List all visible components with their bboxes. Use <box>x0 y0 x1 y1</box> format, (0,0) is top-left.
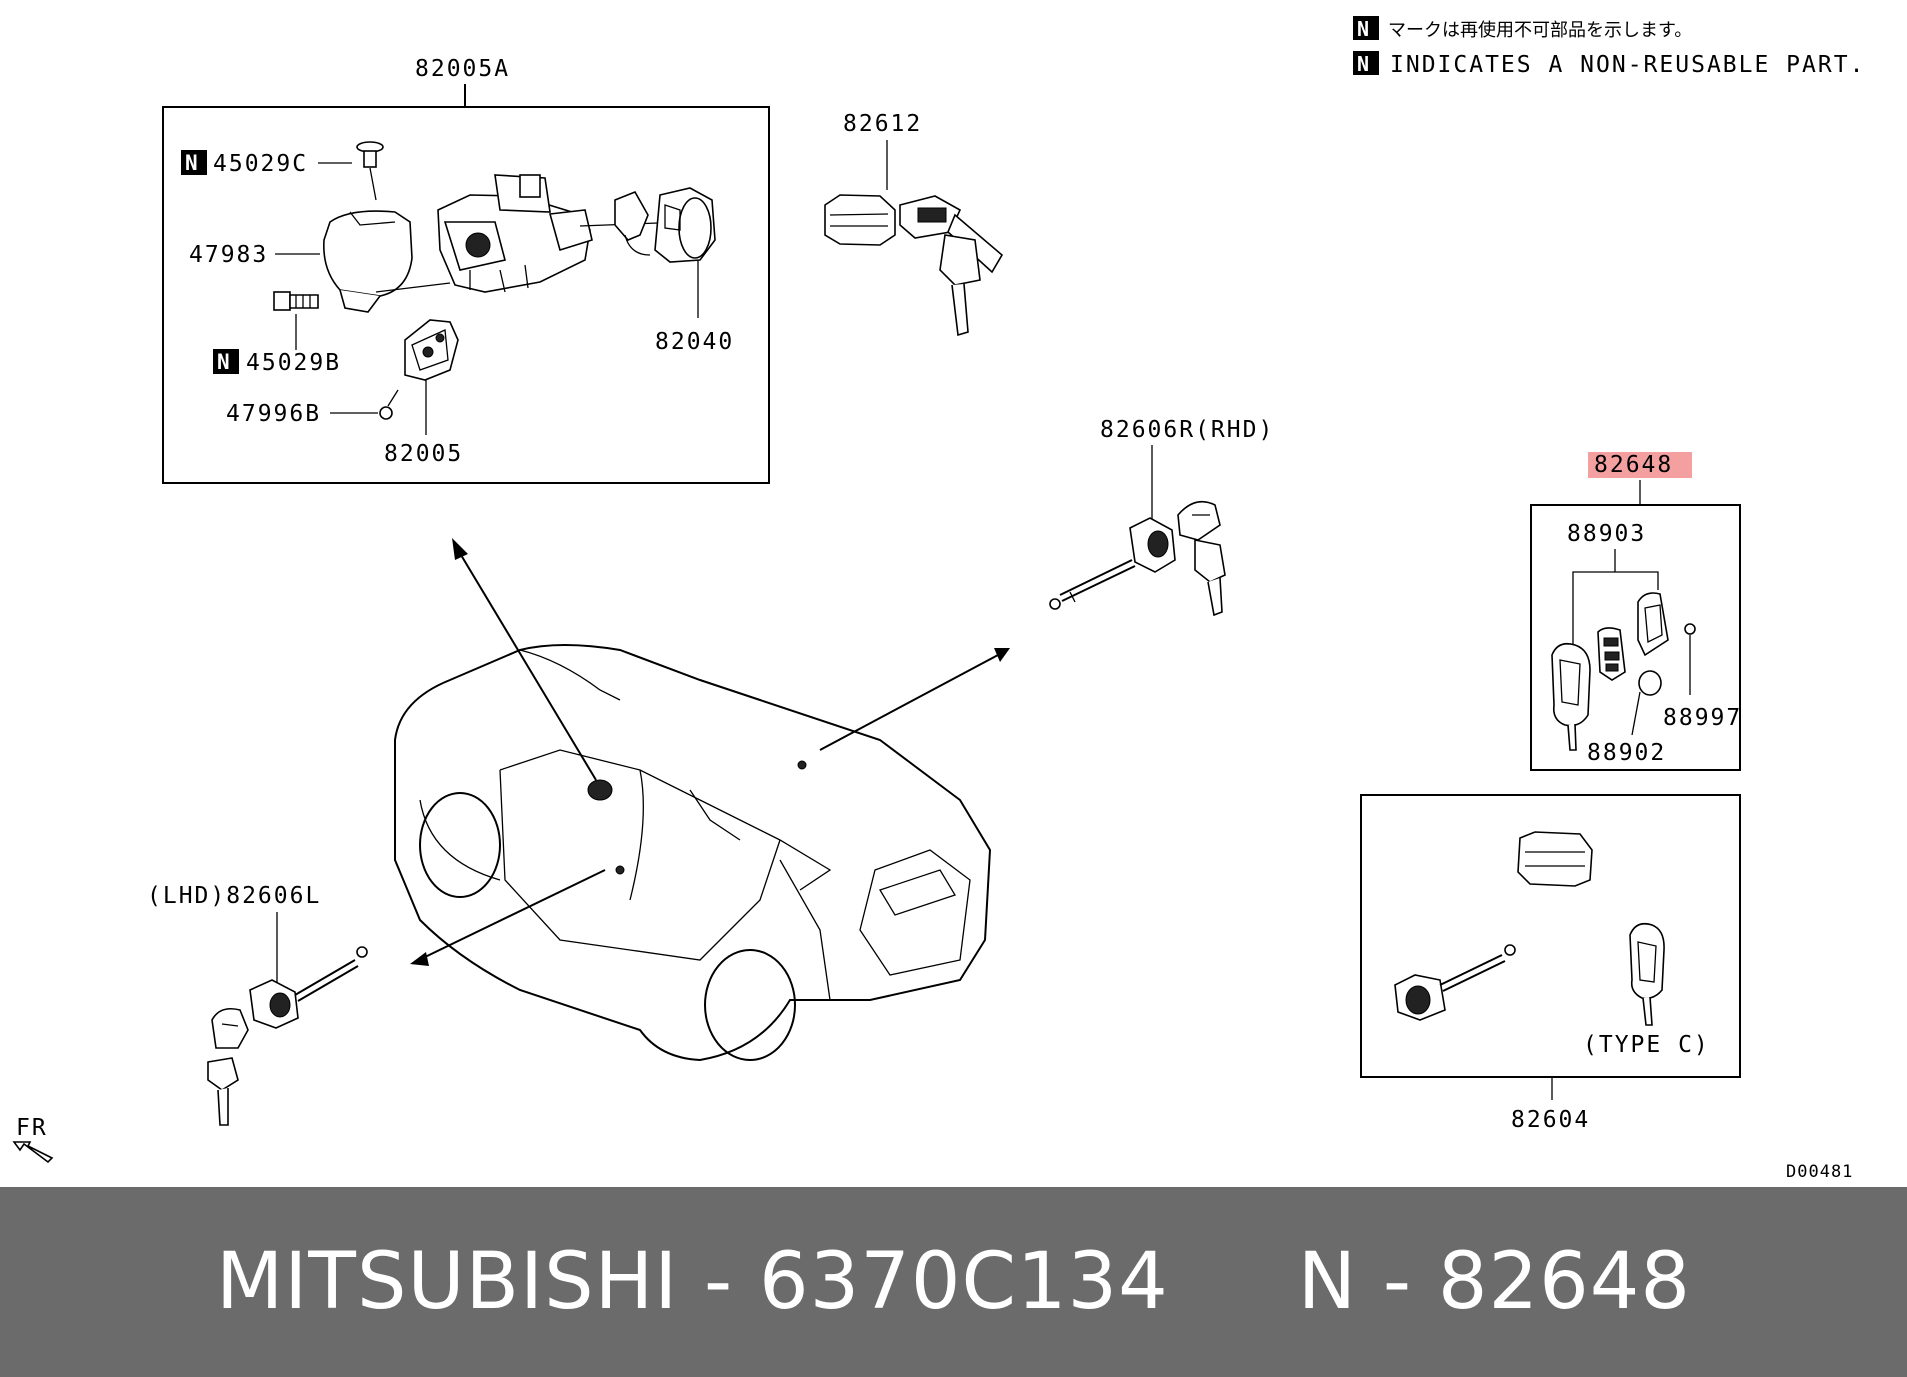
assembly-box-82005A <box>162 106 770 484</box>
footer-text: MITSUBISHI - 6370C134 N - 82648 <box>216 1237 1691 1327</box>
door-lock-rhd-group: 82606R(RHD) <box>1049 417 1274 617</box>
fob-case <box>1637 592 1669 657</box>
non-reusable-badge-2 <box>1353 51 1379 75</box>
button-pad <box>1597 627 1626 681</box>
label-88902: 88902 <box>1587 740 1666 766</box>
legend-line-jp: マークは再使用不可部品を示します。 <box>1388 20 1692 41</box>
label-82005A: 82005A <box>415 56 510 82</box>
label-47983: 47983 <box>189 242 268 268</box>
spare-key <box>939 234 981 337</box>
key-reminder-switch-82040 <box>614 187 716 263</box>
key-set-82648-group: 82648 88903 88997 88902 <box>1530 452 1742 771</box>
label-45029B: 45029B <box>246 350 341 376</box>
parts-diagram: N マークは再使用不可部品を示します。 N INDICATES A NON-RE… <box>12 16 1865 1182</box>
rear-wheel <box>704 949 796 1061</box>
screw-45029C <box>356 141 384 168</box>
drawing-id: D00481 <box>1786 1162 1853 1182</box>
non-reusable-badge <box>181 150 207 175</box>
badge-letter: N <box>185 151 198 175</box>
label-82040: 82040 <box>655 329 734 355</box>
non-reusable-badge-1 <box>1353 16 1379 40</box>
non-reusable-badge <box>213 349 239 374</box>
lock-cylinder-82612 <box>824 194 896 246</box>
screw-47996B <box>379 389 399 420</box>
label-88903: 88903 <box>1567 521 1646 547</box>
label-45029C: 45029C <box>213 151 308 177</box>
door-lock-lhd-group: (LHD)82606L <box>147 883 368 1126</box>
lock-set-cylinder <box>1517 831 1593 887</box>
front-wheel <box>419 792 501 898</box>
legend: N マークは再使用不可部品を示します。 N INDICATES A NON-RE… <box>1353 16 1865 78</box>
badge-letter: N <box>1357 17 1369 41</box>
legend-line-en: INDICATES A NON-REUSABLE PART. <box>1390 52 1865 78</box>
fr-arrow-icon <box>12 1141 54 1164</box>
leader-arrows <box>410 538 1010 966</box>
door-lock-cylinder-lhd <box>249 946 368 1029</box>
vehicle-outline <box>394 644 992 1062</box>
lock-set-82604-group: (TYPE C) 82604 <box>1360 794 1741 1133</box>
highlight-82648 <box>1588 452 1692 478</box>
label-fr: FR <box>16 1115 48 1141</box>
battery-88902 <box>1638 670 1662 696</box>
footer-bar: MITSUBISHI - 6370C134 N - 82648 <box>0 1187 1907 1377</box>
ignition-position-marker <box>587 779 613 801</box>
badge-letter: N <box>217 350 230 374</box>
lock-set-box <box>1360 794 1741 1078</box>
ignition-switch-82005 <box>404 319 459 381</box>
label-82606R: 82606R(RHD) <box>1100 417 1274 443</box>
screw-88997 <box>1684 623 1696 635</box>
door-lock-cylinder-rhd <box>1049 517 1176 610</box>
lock-housing <box>437 174 593 293</box>
key-rhd <box>1177 500 1226 617</box>
cover-47983 <box>323 210 413 297</box>
ignition-assembly-group: 82005A N 45029C 47983 N 45029B <box>162 56 770 484</box>
label-82606L: (LHD)82606L <box>147 883 321 909</box>
front-direction-indicator: FR <box>12 1115 54 1164</box>
key-fob-88903 <box>1551 642 1591 751</box>
label-82005: 82005 <box>384 441 463 467</box>
key-set-box <box>1530 504 1741 771</box>
label-82612: 82612 <box>843 111 922 137</box>
key-lhd <box>207 1007 249 1126</box>
badge-letter: N <box>1357 52 1369 76</box>
bolt-45029B <box>273 291 319 311</box>
lock-set-key <box>1629 922 1665 1026</box>
label-88997: 88997 <box>1663 705 1742 731</box>
label-82604: 82604 <box>1511 1107 1590 1133</box>
lock-set-door-cylinder <box>1394 944 1516 1021</box>
label-type-c: (TYPE C) <box>1583 1032 1710 1058</box>
lock-cylinder-82612-group: 82612 <box>824 111 1004 337</box>
label-82648: 82648 <box>1594 452 1673 478</box>
label-47996B: 47996B <box>226 401 321 427</box>
